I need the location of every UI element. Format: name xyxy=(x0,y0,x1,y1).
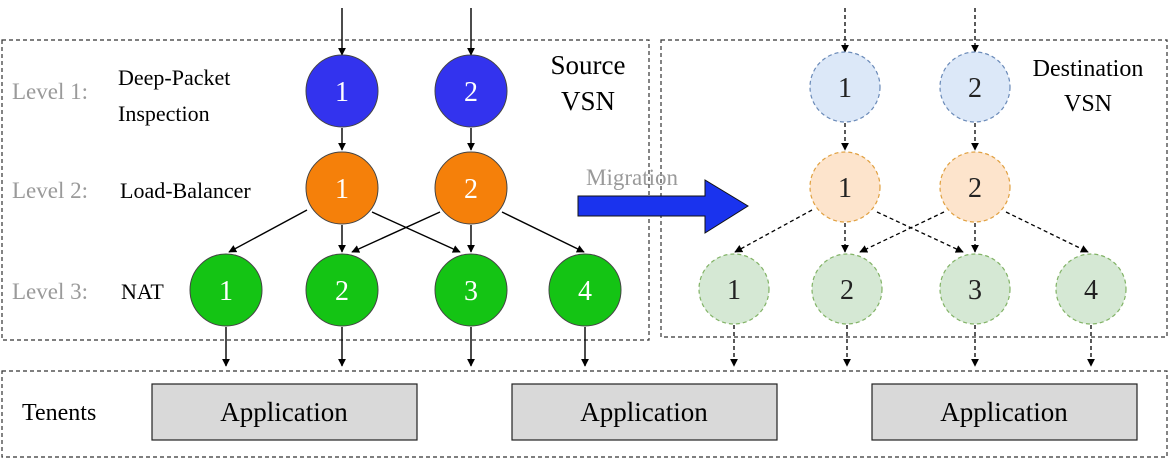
svg-text:2: 2 xyxy=(968,73,982,104)
dest-edge-l2n1-l3n1 xyxy=(734,209,813,253)
source-level3-node-4: 4 xyxy=(548,253,622,327)
dest-level2-node-1: 1 xyxy=(809,151,881,223)
destination-vsn-title-line1: Destination xyxy=(1033,56,1144,82)
svg-text:Application: Application xyxy=(940,397,1068,427)
application-box-2: Application xyxy=(511,383,778,441)
svg-text:3: 3 xyxy=(968,275,982,306)
level2-desc-line1: Load-Balancer xyxy=(120,178,251,203)
dest-level1-node-2: 2 xyxy=(939,51,1011,123)
level1-desc-line2: Inspection xyxy=(118,101,210,126)
svg-text:2: 2 xyxy=(840,275,854,306)
svg-text:1: 1 xyxy=(838,173,852,204)
dest-edge-l2n2-l3n2 xyxy=(859,211,945,253)
svg-text:2: 2 xyxy=(968,173,982,204)
application-box-1: Application xyxy=(151,383,418,441)
level1-desc-line1: Deep-Packet xyxy=(118,65,230,90)
edge-l2n1-l3n3 xyxy=(371,211,461,253)
svg-text:2: 2 xyxy=(464,174,478,205)
source-level1-node-2: 2 xyxy=(434,54,508,128)
source-edges xyxy=(222,8,589,367)
svg-text:3: 3 xyxy=(464,276,478,307)
svg-text:4: 4 xyxy=(1084,275,1098,306)
svg-text:1: 1 xyxy=(219,276,233,307)
level3-desc-line1: NAT xyxy=(121,279,164,304)
source-level3-node-3: 3 xyxy=(434,253,508,327)
svg-text:1: 1 xyxy=(335,77,349,108)
source-vsn-frame xyxy=(1,39,650,341)
dest-level3-node-4: 4 xyxy=(1055,253,1127,325)
svg-text:1: 1 xyxy=(335,174,349,205)
svg-text:4: 4 xyxy=(578,276,592,307)
svg-text:2: 2 xyxy=(335,276,349,307)
tenants-label: Tenents xyxy=(22,400,96,426)
svg-text:Application: Application xyxy=(220,397,348,427)
dest-edge-l2n2-l3n4 xyxy=(1005,211,1089,253)
svg-text:1: 1 xyxy=(727,275,741,306)
svg-text:1: 1 xyxy=(838,73,852,104)
source-level1-node-1: 1 xyxy=(305,54,379,128)
source-vsn-title-line1: Source xyxy=(551,50,626,80)
destination-vsn-frame xyxy=(660,39,1168,338)
edge-l2n2-l3n2 xyxy=(351,211,441,253)
application-box-3: Application xyxy=(871,383,1138,441)
source-level3-node-1: 1 xyxy=(189,253,263,327)
source-level3-node-2: 2 xyxy=(305,253,379,327)
dest-edge-l2n1-l3n3 xyxy=(876,211,964,253)
dest-level3-node-2: 2 xyxy=(811,253,883,325)
source-level2-node-1: 1 xyxy=(305,151,379,225)
dest-level1-node-1: 1 xyxy=(809,51,881,123)
migration-label: Migration xyxy=(586,165,678,190)
source-vsn-title-line2: VSN xyxy=(561,86,615,116)
dest-level3-node-1: 1 xyxy=(698,253,770,325)
svg-text:Application: Application xyxy=(580,397,708,427)
level1-label: Level 1: xyxy=(12,79,88,104)
edge-l2n1-l3n1 xyxy=(228,209,308,253)
tenants-frame xyxy=(1,370,1168,458)
edge-l2n2-l3n4 xyxy=(501,211,585,253)
level3-label: Level 3: xyxy=(12,279,88,304)
svg-text:2: 2 xyxy=(464,77,478,108)
destination-vsn-title-line2: VSN xyxy=(1064,91,1112,117)
dest-level3-node-3: 3 xyxy=(939,253,1011,325)
migration-arrow xyxy=(577,179,749,234)
dest-level2-node-2: 2 xyxy=(939,151,1011,223)
source-level2-node-2: 2 xyxy=(434,151,508,225)
level2-label: Level 2: xyxy=(12,178,88,203)
destination-edges xyxy=(730,8,1095,367)
